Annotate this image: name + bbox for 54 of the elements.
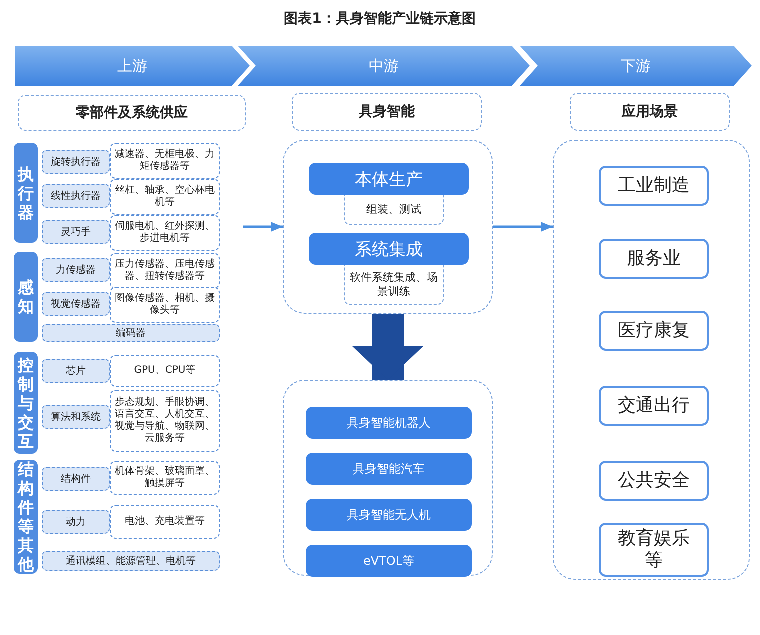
title: 图表1：具身智能产业链示意图 xyxy=(283,10,477,28)
component-label: 编码器 xyxy=(42,324,220,342)
detail-box: 电池、充电装置等 xyxy=(110,505,220,539)
section-header: 具身智能 xyxy=(292,93,482,131)
component-label: 算法和系统 xyxy=(42,405,110,429)
component-label: 视觉传感器 xyxy=(42,292,110,316)
stage-banner xyxy=(238,46,530,86)
process-box: 本体生产 xyxy=(309,163,469,195)
component-label: 结构件 xyxy=(42,467,110,491)
product-box: 具身智能汽车 xyxy=(306,453,472,485)
stage-banner xyxy=(520,46,752,86)
detail-box: 机体骨架、玻璃面罩、触摸屏等 xyxy=(110,461,220,495)
scenario-box: 教育娱乐等 xyxy=(599,523,709,577)
category-bar: 结构件等其他 xyxy=(14,460,38,574)
arrow xyxy=(243,222,283,232)
process-box: 系统集成 xyxy=(309,233,469,265)
component-label: 旋转执行器 xyxy=(42,150,110,174)
component-label: 灵巧手 xyxy=(42,220,110,244)
detail-box: 软件系统集成、场景训练 xyxy=(344,265,444,305)
detail-box: 压力传感器、压电传感器、扭转传感器等 xyxy=(110,253,220,289)
category-bar: 控制与交互 xyxy=(14,352,38,454)
component-label: 线性执行器 xyxy=(42,184,110,208)
detail-box: 步态规划、手眼协调、语言交互、人机交互、视觉与导航、物联网、云服务等 xyxy=(110,390,220,452)
component-label: 力传感器 xyxy=(42,258,110,282)
detail-box: 伺服电机、红外探测、步进电机等 xyxy=(110,215,220,251)
group-container xyxy=(283,140,493,314)
scenario-box: 服务业 xyxy=(599,239,709,279)
product-box: eVTOL等 xyxy=(306,545,472,577)
detail-box: 组装、测试 xyxy=(344,195,444,225)
stage-label: 下游 xyxy=(621,56,651,76)
detail-box: GPU、CPU等 xyxy=(110,355,220,387)
stage-label: 中游 xyxy=(369,56,399,76)
scenario-box: 工业制造 xyxy=(599,166,709,206)
scenario-box: 交通出行 xyxy=(599,386,709,426)
category-bar: 执行器 xyxy=(14,143,38,243)
group-container xyxy=(553,140,750,580)
stage-banner xyxy=(15,46,250,86)
product-box: 具身智能机器人 xyxy=(306,407,472,439)
product-box: 具身智能无人机 xyxy=(306,499,472,531)
component-label: 芯片 xyxy=(42,359,110,383)
stage-label: 上游 xyxy=(118,56,148,76)
arrow xyxy=(493,222,553,232)
section-header: 应用场景 xyxy=(570,93,730,131)
component-label: 通讯模组、能源管理、电机等 xyxy=(42,551,220,571)
scenario-box: 公共安全 xyxy=(599,461,709,501)
detail-box: 图像传感器、相机、摄像头等 xyxy=(110,287,220,323)
scenario-box: 医疗康复 xyxy=(599,311,709,351)
group-container xyxy=(283,380,493,576)
arrow xyxy=(352,314,424,380)
detail-box: 减速器、无框电极、力矩传感器等 xyxy=(110,143,220,179)
category-bar: 感知 xyxy=(14,252,38,342)
detail-box: 丝杠、轴承、空心杯电机等 xyxy=(110,179,220,215)
section-header: 零部件及系统供应 xyxy=(18,95,246,131)
component-label: 动力 xyxy=(42,510,110,534)
